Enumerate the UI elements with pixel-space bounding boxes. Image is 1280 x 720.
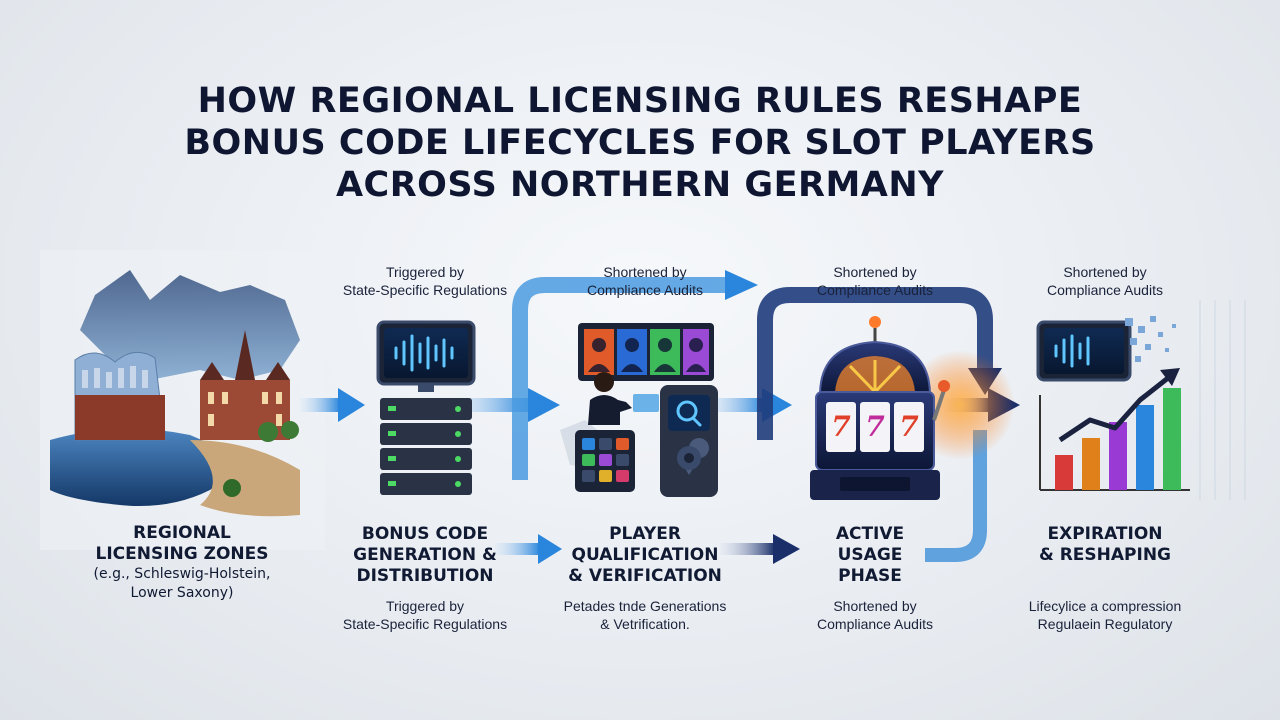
stage-2-label: BONUS CODE GENERATION & DISTRIBUTION	[335, 524, 515, 587]
stage-4-bottom-note: Shortened by Compliance Audits	[790, 597, 960, 633]
stage-5-label-line-2: & RESHAPING	[1038, 545, 1172, 565]
stage-1-label-line-1: REGIONAL	[133, 523, 231, 543]
person-icon	[588, 372, 632, 425]
stage-4-label: ACTIVE USAGE PHASE	[810, 524, 930, 587]
stage-3-top-note-line-1: Shortened by	[603, 264, 687, 280]
stage-4-top-note-line-1: Shortened by	[833, 264, 917, 280]
tablet-icon	[633, 394, 659, 412]
stage-3-label-line-3: & VERIFICATION	[568, 566, 722, 586]
stage-4-bottom-note-line-1: Shortened by	[833, 598, 917, 614]
title-line-2: BONUS CODE LIFECYCLES FOR SLOT PLAYERS	[184, 123, 1096, 163]
arrow-right-icon	[538, 534, 562, 564]
stage-2-label-line-2: GENERATION &	[353, 545, 497, 565]
stage-2-bottom-note: Triggered by State-Specific Regulations	[330, 597, 520, 633]
stage-2-top-note-line-1: Triggered by	[385, 264, 465, 280]
coast-icon	[190, 440, 300, 517]
stage-4-bottom-note-line-2: Compliance Audits	[817, 616, 933, 632]
slot-machine-illustration	[810, 316, 1015, 500]
server-rack-icon	[380, 398, 472, 495]
stage-3-label-line-1: PLAYER	[609, 524, 681, 544]
diagram-title: HOW REGIONAL LICENSING RULES RESHAPE BON…	[0, 80, 1280, 206]
stage-3-top-note: Shortened by Compliance Audits	[560, 263, 730, 299]
stage-2-label-line-3: DISTRIBUTION	[356, 566, 494, 586]
stage-4-label-line-2: USAGE	[837, 545, 903, 565]
verification-illustration	[560, 323, 718, 497]
sea-icon	[50, 428, 230, 506]
stage-3-bottom-note: Petades tnde Generations & Vetrification…	[555, 597, 735, 633]
arrow-right-icon	[773, 534, 800, 564]
stage-4-label-line-3: PHASE	[838, 566, 902, 586]
region-map-illustration	[40, 250, 325, 550]
arrow-right-icon	[338, 388, 365, 422]
slot-reel-symbol: 7	[899, 410, 919, 443]
slot-reel-symbols: 7 7 7	[826, 402, 924, 452]
stage-3-bottom-note-line-1: Petades tnde Generations	[563, 598, 727, 614]
stage-5-label-line-1: EXPIRATION	[1047, 524, 1163, 544]
stage-2-label-line-1: BONUS CODE	[361, 524, 489, 544]
slot-light-icon	[869, 316, 881, 328]
stage-1-sub-line-1: (e.g., Schleswig-Holstein,	[93, 566, 271, 582]
stage-3-label: PLAYER QUALIFICATION & VERIFICATION	[560, 524, 730, 587]
trend-up-icon	[1160, 368, 1180, 386]
stage-4-top-note-line-2: Compliance Audits	[817, 282, 933, 298]
growth-chart-illustration	[1036, 300, 1246, 500]
stage-2-bottom-note-line-2: State-Specific Regulations	[342, 616, 508, 632]
stage-1-label-line-2: LICENSING ZONES	[95, 544, 269, 564]
slot-reel-symbol: 7	[865, 410, 885, 443]
stage-2-top-note: Triggered by State-Specific Regulations	[330, 263, 520, 299]
pixel-dissolve-icon	[1125, 316, 1176, 362]
stage-5-bottom-note-line-2: Regulaein Regulatory	[1037, 616, 1173, 632]
lever-icon	[938, 380, 950, 392]
stage-4-label-line-1: ACTIVE	[835, 524, 905, 544]
stage-5-bottom-note: Lifecylice a compression Regulaein Regul…	[1005, 597, 1205, 633]
arrow-right-icon	[528, 388, 560, 422]
stage-1-sub-line-2: Lower Saxony)	[130, 585, 234, 601]
slot-reel-symbol: 7	[831, 410, 851, 443]
arrow-right-icon	[725, 270, 758, 300]
search-icon	[676, 400, 698, 422]
stage-5-label: EXPIRATION & RESHAPING	[1015, 524, 1195, 566]
stage-4-top-note: Shortened by Compliance Audits	[790, 263, 960, 299]
stage-3-bottom-note-line-2: & Vetrification.	[600, 616, 690, 632]
stage-1-label: REGIONAL LICENSING ZONES (e.g., Schleswi…	[42, 523, 322, 603]
stage-5-top-note-line-1: Shortened by	[1063, 264, 1147, 280]
title-line-1: HOW REGIONAL LICENSING RULES RESHAPE	[197, 81, 1083, 121]
stage-2-top-note-line-2: State-Specific Regulations	[342, 282, 508, 298]
server-illustration	[376, 320, 476, 495]
stage-3-label-line-2: QUALIFICATION	[571, 545, 719, 565]
title-line-3: ACROSS NORTHERN GERMANY	[335, 165, 945, 205]
stage-5-bottom-note-line-1: Lifecylice a compression	[1028, 598, 1182, 614]
stage-3-top-note-line-2: Compliance Audits	[587, 282, 703, 298]
stage-2-bottom-note-line-1: Triggered by	[385, 598, 465, 614]
stage-5-top-note: Shortened by Compliance Audits	[1020, 263, 1190, 299]
stage-5-top-note-line-2: Compliance Audits	[1047, 282, 1163, 298]
